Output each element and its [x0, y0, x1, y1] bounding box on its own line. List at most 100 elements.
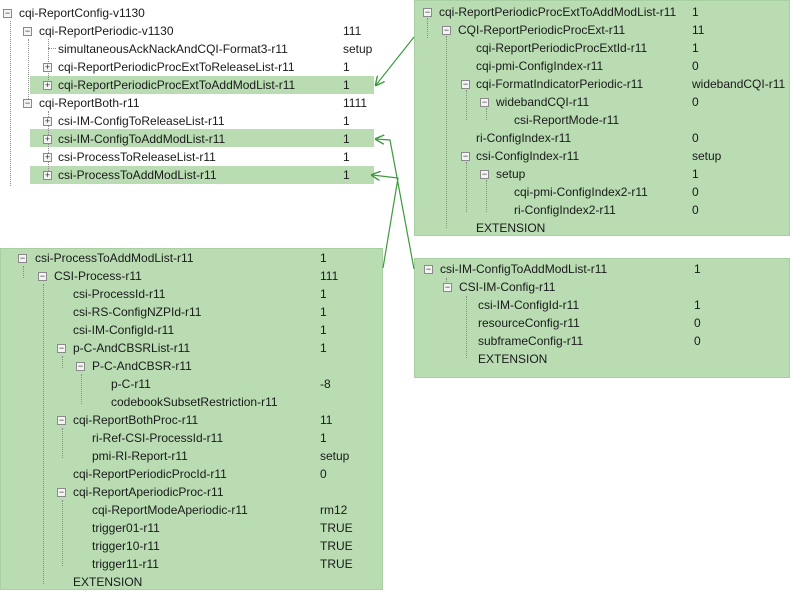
tree-node[interactable]: − cqi-ReportPeriodicProcExtToAddModList-…	[414, 3, 790, 21]
node-label: p-C-r11	[111, 377, 151, 391]
node-value: 1	[343, 78, 350, 92]
tree-node[interactable]: − cqi-ReportBothProc-r11 11	[0, 411, 383, 429]
tree-node[interactable]: − cqi-ReportPeriodic-v1130 111	[0, 22, 400, 40]
collapse-icon[interactable]: −	[18, 253, 27, 263]
tree-node[interactable]: EXTENSION	[414, 219, 790, 237]
node-value: 1	[343, 168, 350, 182]
expand-icon[interactable]: +	[43, 80, 52, 90]
node-label: CSI-IM-Config-r11	[459, 280, 556, 294]
collapse-icon[interactable]: −	[3, 8, 12, 18]
expand-icon[interactable]: +	[43, 134, 52, 144]
node-label: csi-RS-ConfigNZPId-r11	[73, 305, 202, 319]
tree-node[interactable]: + cqi-ReportPeriodicProcExtToAddModList-…	[0, 76, 400, 94]
tree-node[interactable]: subframeConfig-r11 0	[414, 332, 790, 350]
collapse-icon[interactable]: −	[423, 7, 432, 17]
tree-node[interactable]: − setup 1	[414, 165, 790, 183]
node-label: csi-IM-ConfigToReleaseList-r11	[58, 114, 225, 128]
collapse-icon[interactable]: −	[57, 343, 66, 353]
tree-node[interactable]: trigger01-r11 TRUE	[0, 519, 383, 537]
node-value: 1	[320, 305, 327, 319]
tree-node[interactable]: csi-IM-ConfigId-r11 1	[414, 296, 790, 314]
tree-node[interactable]: pmi-RI-Report-r11 setup	[0, 447, 383, 465]
node-value: widebandCQI-r11	[692, 77, 786, 91]
tree-node[interactable]: trigger10-r11 TRUE	[0, 537, 383, 555]
tree-connector	[81, 374, 82, 404]
arrow-csi-process	[372, 175, 399, 269]
tree-node[interactable]: ri-Ref-CSI-ProcessId-r11 1	[0, 429, 383, 447]
expand-icon[interactable]: +	[43, 62, 52, 72]
node-value: 0	[692, 185, 699, 199]
tree-node[interactable]: + csi-ProcessToReleaseList-r11 1	[0, 148, 400, 166]
tree-node[interactable]: cqi-ReportModeAperiodic-r11 rm12	[0, 501, 383, 519]
node-label: pmi-RI-Report-r11	[92, 449, 188, 463]
collapse-icon[interactable]: −	[76, 361, 85, 371]
node-value: 0	[692, 131, 699, 145]
tree-node[interactable]: cqi-ReportPeriodicProcExtId-r11 1	[414, 39, 790, 57]
node-label: resourceConfig-r11	[478, 316, 580, 330]
node-label: trigger10-r11	[92, 539, 160, 553]
collapse-icon[interactable]: −	[442, 25, 451, 35]
tree-node[interactable]: − CSI-Process-r11 111	[0, 267, 383, 285]
expand-icon[interactable]: +	[43, 152, 52, 162]
tree-node[interactable]: codebookSubsetRestriction-r11	[0, 393, 383, 411]
tree-node[interactable]: − p-C-AndCBSRList-r11 1	[0, 339, 383, 357]
tree-node[interactable]: + cqi-ReportPeriodicProcExtToReleaseList…	[0, 58, 400, 76]
tree-connector	[466, 296, 467, 358]
tree-node[interactable]: cqi-pmi-ConfigIndex2-r11 0	[414, 183, 790, 201]
tree-node[interactable]: + csi-IM-ConfigToAddModList-r11 1	[0, 130, 400, 148]
tree-node[interactable]: resourceConfig-r11 0	[414, 314, 790, 332]
tree-node[interactable]: − CSI-IM-Config-r11	[414, 278, 790, 296]
tree-connector	[446, 36, 447, 228]
tree-connector	[62, 500, 63, 566]
node-value: 11	[320, 413, 333, 427]
collapse-icon[interactable]: −	[480, 97, 489, 107]
tree-node[interactable]: − widebandCQI-r11 0	[414, 93, 790, 111]
node-label: cqi-ReportPeriodicProcId-r11	[73, 467, 227, 481]
tree-node[interactable]: − csi-ConfigIndex-r11 setup	[414, 147, 790, 165]
node-value: 1	[694, 262, 701, 276]
expand-icon[interactable]: +	[43, 116, 52, 126]
collapse-icon[interactable]: −	[23, 26, 32, 36]
tree-node[interactable]: − cqi-FormatIndicatorPeriodic-r11 wideba…	[414, 75, 790, 93]
collapse-icon[interactable]: −	[480, 169, 489, 179]
tree-connector	[427, 18, 428, 38]
node-label: codebookSubsetRestriction-r11	[111, 395, 278, 409]
tree-node[interactable]: csi-RS-ConfigNZPId-r11 1	[0, 303, 383, 321]
collapse-icon[interactable]: −	[461, 151, 470, 161]
tree-node[interactable]: csi-ReportMode-r11	[414, 111, 790, 129]
tree-node[interactable]: csi-ProcessId-r11 1	[0, 285, 383, 303]
tree-node[interactable]: ri-ConfigIndex2-r11 0	[414, 201, 790, 219]
tree-node[interactable]: − cqi-ReportBoth-r11 1111	[0, 94, 400, 112]
collapse-icon[interactable]: −	[461, 79, 470, 89]
tree-node[interactable]: csi-IM-ConfigId-r11 1	[0, 321, 383, 339]
tree-node[interactable]: p-C-r11 -8	[0, 375, 383, 393]
tree-node[interactable]: EXTENSION	[0, 573, 383, 591]
collapse-icon[interactable]: −	[57, 415, 66, 425]
tree-node[interactable]: ri-ConfigIndex-r11 0	[414, 129, 790, 147]
collapse-icon[interactable]: −	[443, 282, 452, 292]
tree-node[interactable]: simultaneousAckNackAndCQI-Format3-r11 se…	[0, 40, 400, 58]
tree-node[interactable]: − CQI-ReportPeriodicProcExt-r11 11	[414, 21, 790, 39]
node-value: 111	[320, 269, 339, 283]
tree-node[interactable]: − cqi-ReportAperiodicProc-r11	[0, 483, 383, 501]
tree-node[interactable]: − csi-ProcessToAddModList-r11 1	[0, 249, 383, 267]
tree-node[interactable]: + csi-IM-ConfigToReleaseList-r11 1	[0, 112, 400, 130]
collapse-icon[interactable]: −	[23, 98, 32, 108]
tree-node[interactable]: cqi-ReportPeriodicProcId-r11 0	[0, 465, 383, 483]
tree-node[interactable]: − P-C-AndCBSR-r11	[0, 357, 383, 375]
node-value: 0	[694, 316, 701, 330]
tree-node[interactable]: + csi-ProcessToAddModList-r11 1	[0, 166, 400, 184]
collapse-icon[interactable]: −	[424, 264, 433, 274]
tree-node[interactable]: cqi-pmi-ConfigIndex-r11 0	[414, 57, 790, 75]
tree-node[interactable]: EXTENSION	[414, 350, 790, 368]
tree-node[interactable]: trigger11-r11 TRUE	[0, 555, 383, 573]
node-label: trigger01-r11	[92, 521, 160, 535]
node-value: rm12	[320, 503, 348, 517]
collapse-icon[interactable]: −	[57, 487, 66, 497]
node-value: TRUE	[320, 539, 353, 553]
collapse-icon[interactable]: −	[38, 271, 47, 281]
node-label: EXTENSION	[478, 352, 548, 366]
node-label: csi-IM-ConfigId-r11	[73, 323, 175, 337]
tree-node[interactable]: − csi-IM-ConfigToAddModList-r11 1	[414, 260, 790, 278]
expand-icon[interactable]: +	[43, 170, 52, 180]
